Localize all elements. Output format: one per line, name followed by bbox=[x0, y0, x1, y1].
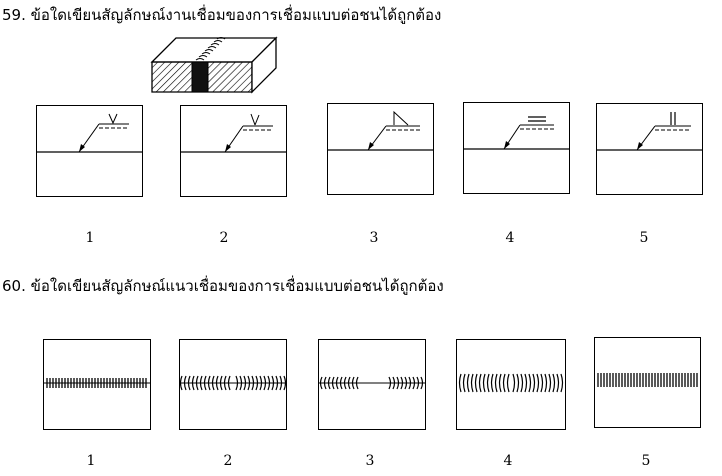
q59-option-5-label: 5 bbox=[639, 230, 649, 246]
q59-option-1-label: 1 bbox=[85, 230, 95, 246]
q59-option-4-label: 4 bbox=[505, 230, 515, 246]
question-59-text: 59. ข้อใดเขียนสัญลักษณ์งานเชื่อมของการเช… bbox=[2, 6, 442, 24]
q60-option-5-figure[interactable] bbox=[594, 337, 701, 428]
q59-option-4-figure[interactable] bbox=[463, 102, 570, 194]
q59-option-5-figure[interactable] bbox=[596, 103, 703, 195]
q60-option-3-figure[interactable] bbox=[318, 339, 426, 430]
q60-option-3-label: 3 bbox=[365, 453, 375, 469]
q60-option-4-figure[interactable] bbox=[456, 339, 566, 430]
q60-option-5-label: 5 bbox=[641, 453, 651, 469]
q60-option-2-figure[interactable] bbox=[179, 339, 287, 430]
q60-option-2-label: 2 bbox=[223, 453, 233, 469]
q59-option-3-label: 3 bbox=[369, 230, 379, 246]
welded-block-illustration bbox=[150, 36, 278, 94]
q59-option-2-figure[interactable] bbox=[180, 105, 287, 197]
q60-option-4-label: 4 bbox=[503, 453, 513, 469]
q60-option-1-figure[interactable] bbox=[43, 339, 151, 430]
q59-option-1-figure[interactable] bbox=[36, 105, 143, 197]
q59-option-3-figure[interactable] bbox=[327, 103, 434, 195]
q60-option-1-label: 1 bbox=[86, 453, 96, 469]
q59-option-2-label: 2 bbox=[219, 230, 229, 246]
question-60-text: 60. ข้อใดเขียนสัญลักษณ์แนวเชื่อมของการเช… bbox=[2, 277, 444, 295]
